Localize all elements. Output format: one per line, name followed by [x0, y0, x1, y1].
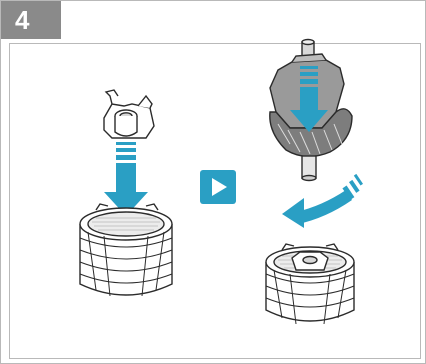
assembled-sieve	[0, 0, 426, 364]
